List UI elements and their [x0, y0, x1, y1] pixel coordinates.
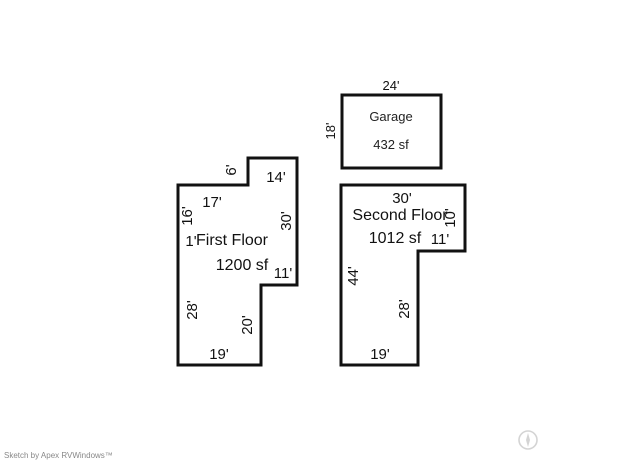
- first-dim-notch: 6': [223, 164, 240, 175]
- second-dim-bottom: 19': [370, 346, 390, 363]
- second-dim-top: 30': [392, 190, 412, 207]
- first-floor-area: 1200 sf: [216, 257, 269, 274]
- garage-room: Garage 432 sf 24' 18': [323, 78, 443, 170]
- garage-area: 432 sf: [373, 137, 409, 152]
- garage-label: Garage: [369, 109, 412, 124]
- second-dim-right-small: 10': [442, 208, 459, 228]
- first-dim-right-upper: 30': [278, 211, 295, 231]
- compass-icon: [516, 428, 540, 452]
- first-dim-bottom: 19': [209, 346, 229, 363]
- garage-dim-left: 18': [323, 123, 338, 140]
- second-dim-left: 44': [345, 266, 362, 286]
- first-dim-top: 14': [266, 169, 286, 186]
- first-dim-left-upper: 16': [179, 206, 196, 226]
- first-dim-right-step: 11': [274, 265, 293, 282]
- first-floor-room: First Floor 1200 sf 6' 14' 17' 16' 1' 30…: [176, 156, 299, 367]
- first-floor-outline: [176, 156, 299, 367]
- first-dim-upper-left: 17': [202, 194, 222, 211]
- second-floor-outline: [339, 183, 467, 367]
- first-dim-left-tick: 1': [185, 233, 196, 250]
- second-dim-right-lower: 28': [396, 299, 413, 319]
- second-floor-area: 1012 sf: [369, 230, 422, 247]
- first-dim-lower-right: 20': [239, 315, 256, 335]
- garage-dim-top: 24': [383, 78, 400, 93]
- second-floor-label: Second Floor: [352, 207, 448, 224]
- garage-outline: [340, 93, 443, 170]
- sketch-credit: Sketch by Apex RVWindows™: [4, 451, 113, 460]
- second-floor-room: Second Floor 1012 sf 30' 10' 11' 44' 28'…: [339, 183, 467, 367]
- first-floor-label: First Floor: [196, 232, 269, 249]
- second-dim-step: 11': [431, 231, 450, 248]
- first-dim-lower-left: 28': [184, 300, 201, 320]
